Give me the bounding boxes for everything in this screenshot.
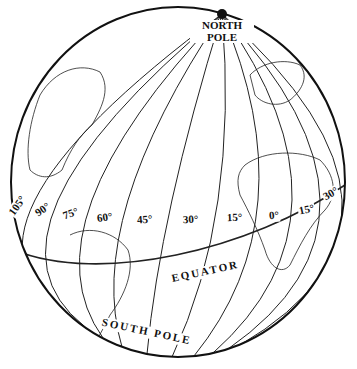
longitude-label: 15° bbox=[297, 202, 316, 217]
longitude-label: 30° bbox=[320, 184, 341, 203]
longitude-label: 45° bbox=[136, 213, 154, 226]
longitude-label: 15° bbox=[226, 212, 244, 224]
longitude-label: 30° bbox=[182, 214, 200, 226]
longitude-label: 75° bbox=[61, 205, 81, 222]
pole-label: NORTH POLE bbox=[190, 20, 254, 43]
longitude-label: 90° bbox=[32, 200, 53, 219]
longitude-label: 105° bbox=[6, 193, 29, 218]
longitude-label: 60° bbox=[95, 211, 114, 225]
longitude-label: 0° bbox=[268, 210, 281, 222]
